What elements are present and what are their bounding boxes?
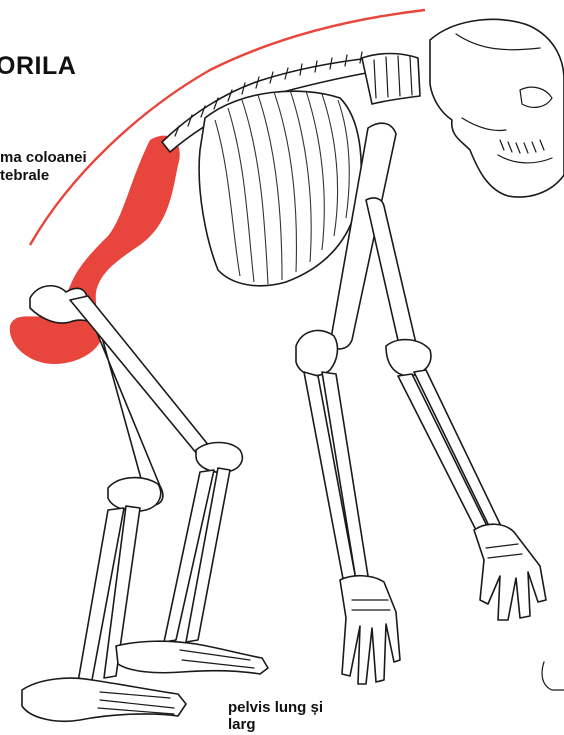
spine-annotation-line-1: ma coloanei	[0, 149, 160, 167]
pelvis-annotation-line-2: larg	[228, 716, 348, 733]
spine-annotation: ma coloanei tebrale	[0, 149, 160, 185]
secondary-figure-edge	[542, 662, 564, 690]
far-arm	[366, 198, 546, 620]
spine-annotation-line-2: tebrale	[0, 167, 160, 185]
skull	[430, 19, 564, 197]
neck-vertebrae	[362, 54, 420, 105]
pelvis-annotation-line-1: pelvis lung și	[228, 699, 348, 716]
rib-cage	[199, 90, 361, 286]
pelvis-annotation: pelvis lung și larg	[228, 699, 348, 733]
figure-title: ORILA	[0, 52, 76, 81]
